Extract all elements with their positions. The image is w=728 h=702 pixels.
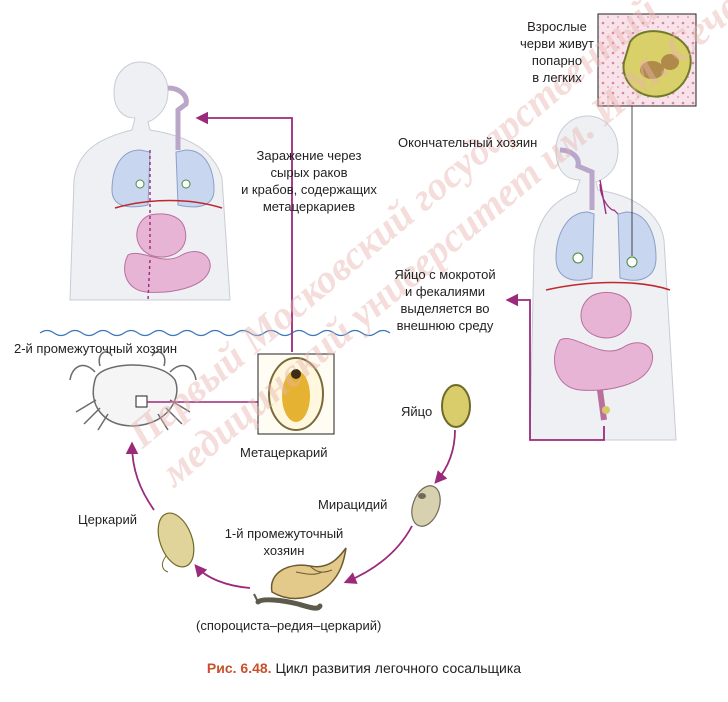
cercaria-label: Церкарий (78, 512, 138, 527)
first-host-label: 1-й промежуточный хозяин (224, 526, 344, 558)
miracidium-label: Мирацидий (318, 497, 388, 512)
infection-label: Заражение через сырых раков и крабов, со… (241, 148, 377, 214)
metacercaria-image (257, 353, 335, 435)
metacercaria-label: Метацеркарий (240, 445, 328, 460)
human-host-left (69, 61, 231, 301)
water-line (39, 329, 391, 337)
cycle-arrows (125, 111, 619, 589)
final-host-label: Окончательный хозяин (398, 135, 538, 150)
caption-number: Рис. 6.48. (206, 660, 272, 676)
cercaria-image (157, 512, 195, 573)
human-host-right (529, 115, 677, 441)
adult-worms-label: Взрослые черви живут попарно в легких (519, 19, 595, 85)
lung-inset (597, 13, 697, 256)
snail-image (253, 547, 347, 611)
miracidium-image (411, 485, 441, 527)
caption-text: Цикл развития легочного сосальщика (271, 660, 522, 676)
crab-illustration (69, 351, 260, 431)
second-host-label: 2-й промежуточный хозяин (14, 341, 178, 356)
egg-image (441, 384, 471, 428)
eggs-out-label: Яйцо с мокротой и фекалиями выделяется в… (394, 267, 496, 333)
figure-caption: Рис. 6.48. Цикл развития легочного сосал… (0, 660, 728, 676)
egg-label: Яйцо (401, 404, 433, 419)
snail-stages-label: (спороциста–редия–церкарий) (196, 618, 382, 633)
